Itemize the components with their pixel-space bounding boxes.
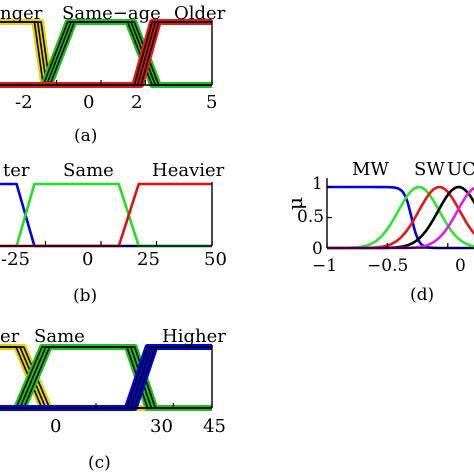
panel-d-axes <box>326 178 474 249</box>
panel-d-y-tick-label: 0 <box>312 239 323 259</box>
panel-c-curves <box>0 344 212 411</box>
panel-a-tick-label: 5 <box>206 92 217 113</box>
panel-d: μ MW SW UC 1 0.5 0 −1 −0.5 0 (d) <box>283 159 474 305</box>
panel-a-older-curve-0 <box>0 21 212 86</box>
panel-d-x-tick-label: −0.5 <box>367 256 408 276</box>
panel-b-set-label-heavier: Heavier <box>152 160 225 181</box>
panel-c-set-label-same: Same <box>34 326 85 347</box>
panel-d-caption: (d) <box>410 285 434 305</box>
panel-b-tick-label: 0 <box>82 249 93 270</box>
panel-d-y-tick-label: 0.5 <box>297 207 324 227</box>
panel-d-y-tick-label: 1 <box>312 174 323 194</box>
panel-d-set-label-uc: UC <box>447 159 474 180</box>
panel-c-tick-label: 0 <box>50 416 61 437</box>
panel-d-y-axis-label: μ <box>283 197 307 210</box>
panel-c-set-label-higher: Higher <box>162 326 226 347</box>
panel-c-ticks <box>0 345 213 409</box>
panel-a-same-age-curve-2 <box>0 21 212 86</box>
panel-a-same-age-curve-0 <box>0 21 212 86</box>
panel-c-tick-label: 30 <box>150 416 173 437</box>
panel-a-tick-label: -2 <box>15 92 33 113</box>
panel-d-uc-curve <box>327 185 474 250</box>
panel-a-older-curve-1 <box>0 21 212 86</box>
panel-a-same-age-band-2 <box>0 19 212 88</box>
panel-a-same-age-band-0 <box>0 19 212 88</box>
panel-a-ticks <box>0 20 213 86</box>
panel-a-set-label-younger: nger <box>0 3 43 24</box>
panel-a-set-label-same-age: Same−age <box>62 3 161 24</box>
panel-c-tick-label: 45 <box>203 416 226 437</box>
panel-a-set-label-older: Older <box>174 3 226 24</box>
panel-a-older-band-1 <box>0 19 212 88</box>
panel-c-caption: (c) <box>88 453 111 473</box>
panel-b-ticks <box>0 182 213 247</box>
panel-b: ter Same Heavier -25 0 25 50 (b) <box>0 160 227 306</box>
panel-d-set-label-mw: MW <box>352 159 389 180</box>
panel-a-older-curve-2 <box>0 21 212 86</box>
panel-b-tick-label: 25 <box>137 249 160 270</box>
panel-a-same-age-band-1 <box>0 19 212 88</box>
panel-d-set-label-sw: SW <box>414 159 445 180</box>
panel-a: nger Same−age Older -2 0 2 5 (a) <box>0 3 226 146</box>
panel-b-caption: (b) <box>73 286 97 306</box>
panel-c-same-band-1 <box>0 344 212 411</box>
panel-b-curves <box>0 182 212 248</box>
panel-a-same-age-curve-1 <box>0 21 212 86</box>
panel-b-set-label-same: Same <box>63 160 114 181</box>
panel-b-tick-label: -25 <box>1 249 30 270</box>
panel-a-tick-label: 0 <box>83 92 94 113</box>
panel-c-set-label-lower: er <box>0 326 20 347</box>
panel-a-older-band-2 <box>0 19 212 88</box>
panel-d-curves <box>327 185 474 250</box>
panel-d-curve-area <box>327 185 474 250</box>
panel-c: er Same Higher 0 30 45 (c) <box>0 326 226 473</box>
panel-a-tick-label: 2 <box>131 92 142 113</box>
panel-d-x-tick-label: 0 <box>455 256 466 276</box>
panel-d-x-tick-label: −1 <box>312 256 337 276</box>
panel-b-tick-label: 50 <box>204 249 227 270</box>
panel-a-older-band-0 <box>0 19 212 88</box>
panel-a-caption: (a) <box>74 126 97 146</box>
panel-b-set-label-lighter: ter <box>3 160 30 181</box>
panel-a-curves <box>0 19 212 88</box>
